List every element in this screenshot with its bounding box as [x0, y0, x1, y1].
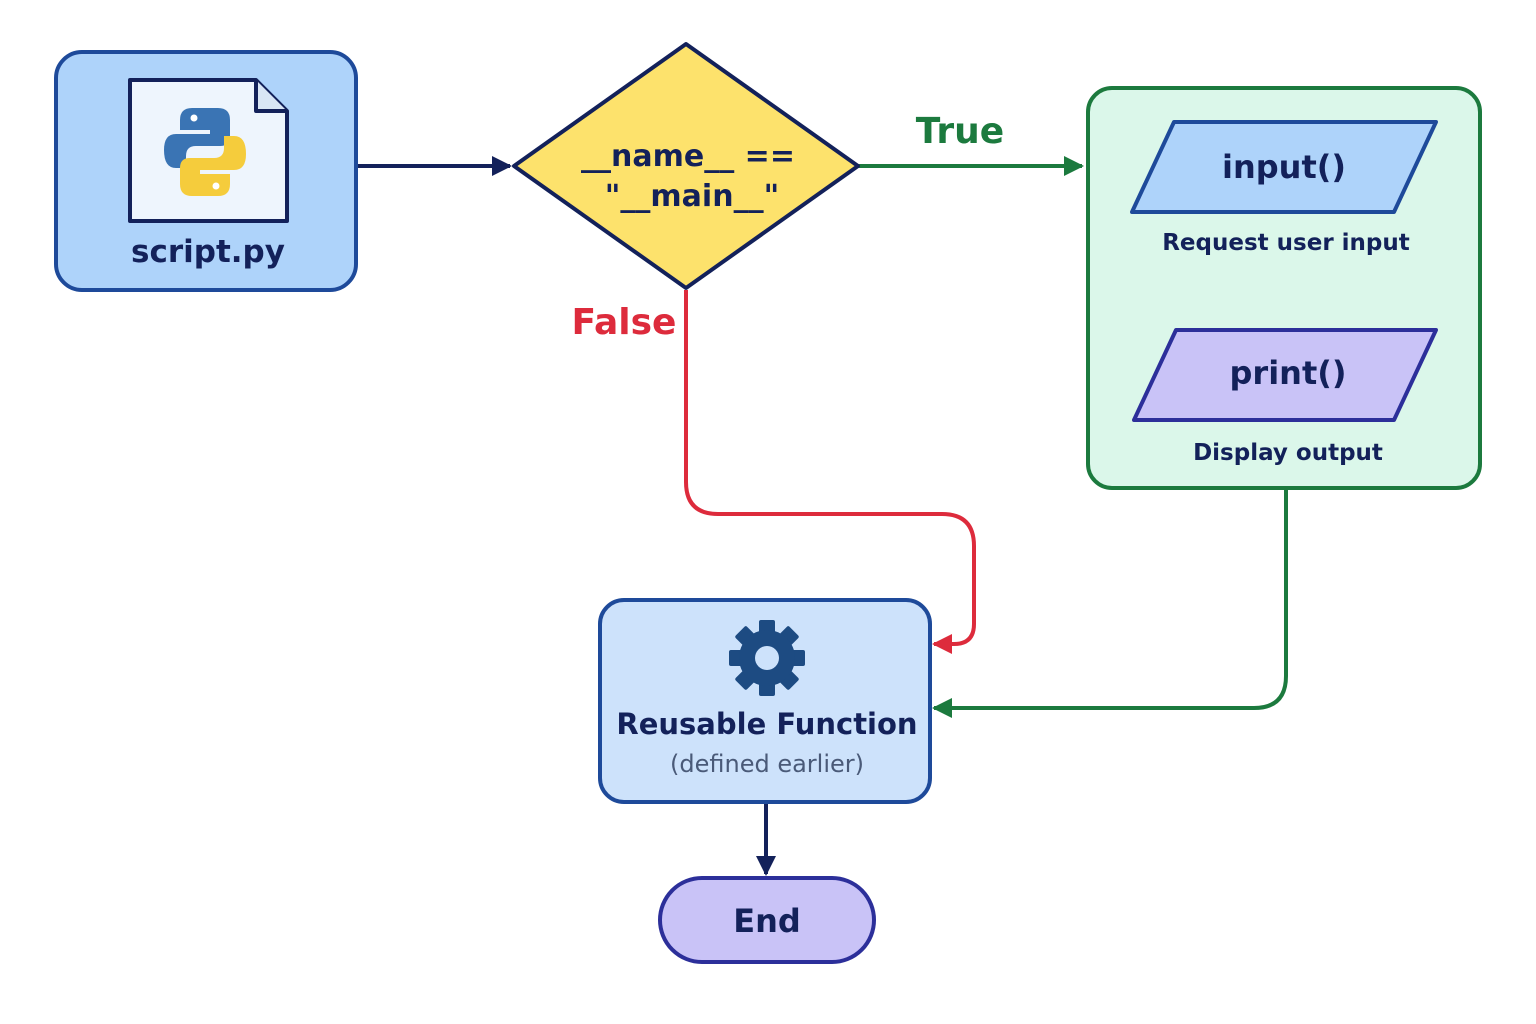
script-node[interactable]: script.py — [54, 50, 358, 292]
input-label: input() — [1222, 148, 1346, 186]
false-label: False — [572, 302, 677, 343]
print-caption: Display output — [1193, 440, 1383, 466]
input-node[interactable]: input() — [1130, 120, 1438, 214]
function-node[interactable]: Reusable Function (defined earlier) — [598, 598, 932, 804]
edge-green-panel-to-function — [932, 490, 1288, 718]
print-node[interactable]: print() — [1132, 328, 1438, 422]
function-subtitle: (defined earlier) — [670, 750, 864, 778]
decision-line-2: "__main__" — [605, 179, 779, 214]
true-branch-panel: input() Request user input print() Displ… — [1086, 86, 1482, 490]
python-file-icon — [128, 78, 289, 223]
end-node[interactable]: End — [658, 876, 876, 964]
edge-false — [684, 290, 976, 654]
decision-node[interactable]: __name__ == "__main__" — [512, 42, 860, 290]
decision-line-1: __name__ == — [581, 139, 795, 174]
input-caption: Request user input — [1162, 230, 1410, 256]
end-label: End — [733, 902, 801, 940]
function-title: Reusable Function — [616, 707, 917, 741]
script-label: script.py — [131, 234, 285, 270]
gear-icon — [729, 620, 805, 696]
true-label: True — [916, 111, 1004, 152]
print-label: print() — [1230, 354, 1347, 392]
